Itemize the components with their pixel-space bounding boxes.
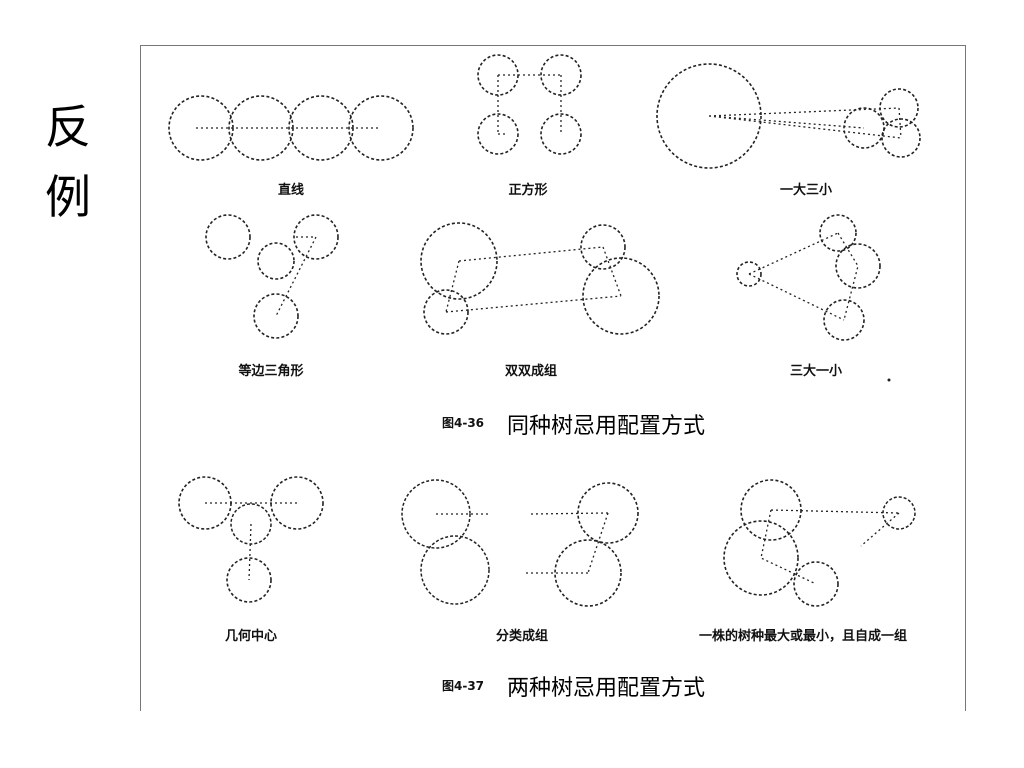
side-title-char-1: 反 (45, 100, 91, 154)
pattern-three-large-one-small (736, 214, 891, 382)
label-three-large-one-small: 三大一小 (789, 364, 843, 379)
pattern-straight-line (168, 95, 414, 161)
tree-crown (577, 482, 639, 544)
tree-crown (293, 214, 339, 260)
label-straight-line: 直线 (277, 183, 305, 198)
tree-crown (835, 243, 881, 289)
connector-line (748, 232, 859, 321)
tree-crown-alt-species (401, 479, 471, 549)
tree-crown (420, 222, 498, 300)
figure2-number: 图4-37 (442, 679, 485, 693)
tree-crown (580, 224, 626, 270)
label-geometric-center: 几何中心 (224, 629, 278, 644)
figure1-title: 同种树忌用配置方式 (507, 414, 706, 439)
tree-crown (881, 118, 921, 158)
tree-crown (740, 479, 802, 541)
pattern-single-species-extreme (723, 479, 916, 607)
tree-crown (257, 242, 295, 280)
side-title-char-2: 例 (45, 170, 91, 224)
tree-crown (736, 261, 762, 287)
tree-crown (477, 113, 519, 155)
tree-arrangement-diagram: .crown { fill: none; stroke: #222; strok… (168, 54, 921, 607)
tree-crown (554, 539, 622, 607)
connector-line (708, 107, 902, 139)
label-square: 正方形 (508, 183, 548, 198)
figure-panel: .crown { fill: none; stroke: #222; strok… (140, 45, 966, 711)
label-single-species-extreme: 一株的树种最大或最小，且自成一组 (698, 629, 908, 644)
figure1-number: 图4-36 (442, 416, 485, 430)
tree-crown (582, 257, 660, 335)
label-one-large-three-small: 一大三小 (779, 183, 833, 198)
figure2-title: 两种树忌用配置方式 (507, 676, 706, 701)
connector-line (275, 236, 317, 317)
tree-crown (253, 293, 299, 339)
pattern-square (477, 54, 582, 155)
pattern-grouped-by-category (401, 479, 639, 607)
label-paired-groups: 双双成组 (504, 364, 558, 379)
pattern-one-large-three-small (656, 63, 921, 169)
tree-crown-alt-species (420, 535, 490, 605)
connector-line (445, 246, 622, 313)
tree-crown (423, 289, 469, 335)
tree-crown (270, 476, 324, 530)
tree-crown (823, 299, 865, 341)
tree-crown (656, 63, 762, 169)
tree-crown (348, 95, 414, 161)
label-equilateral-triangle: 等边三角形 (238, 364, 304, 379)
connector-line (436, 512, 609, 574)
stray-dot (887, 378, 891, 382)
label-grouped-by-category: 分类成组 (495, 629, 549, 644)
connector-line (205, 502, 297, 581)
tree-crown (793, 561, 839, 607)
connector-line (497, 74, 562, 135)
tree-crown (205, 214, 251, 260)
pattern-paired-groups (420, 222, 660, 335)
tree-crown (226, 557, 272, 603)
side-title: 反 例 (38, 92, 98, 232)
pattern-equilateral-triangle (205, 214, 339, 339)
tree-crown (723, 520, 799, 596)
tree-crown-alt-species (230, 503, 272, 545)
tree-crown-alt-species (882, 496, 916, 530)
tree-crown (879, 88, 919, 128)
connector-line (760, 509, 900, 585)
tree-crown (540, 113, 582, 155)
tree-crown (819, 214, 857, 252)
pattern-geometric-center (178, 476, 324, 603)
